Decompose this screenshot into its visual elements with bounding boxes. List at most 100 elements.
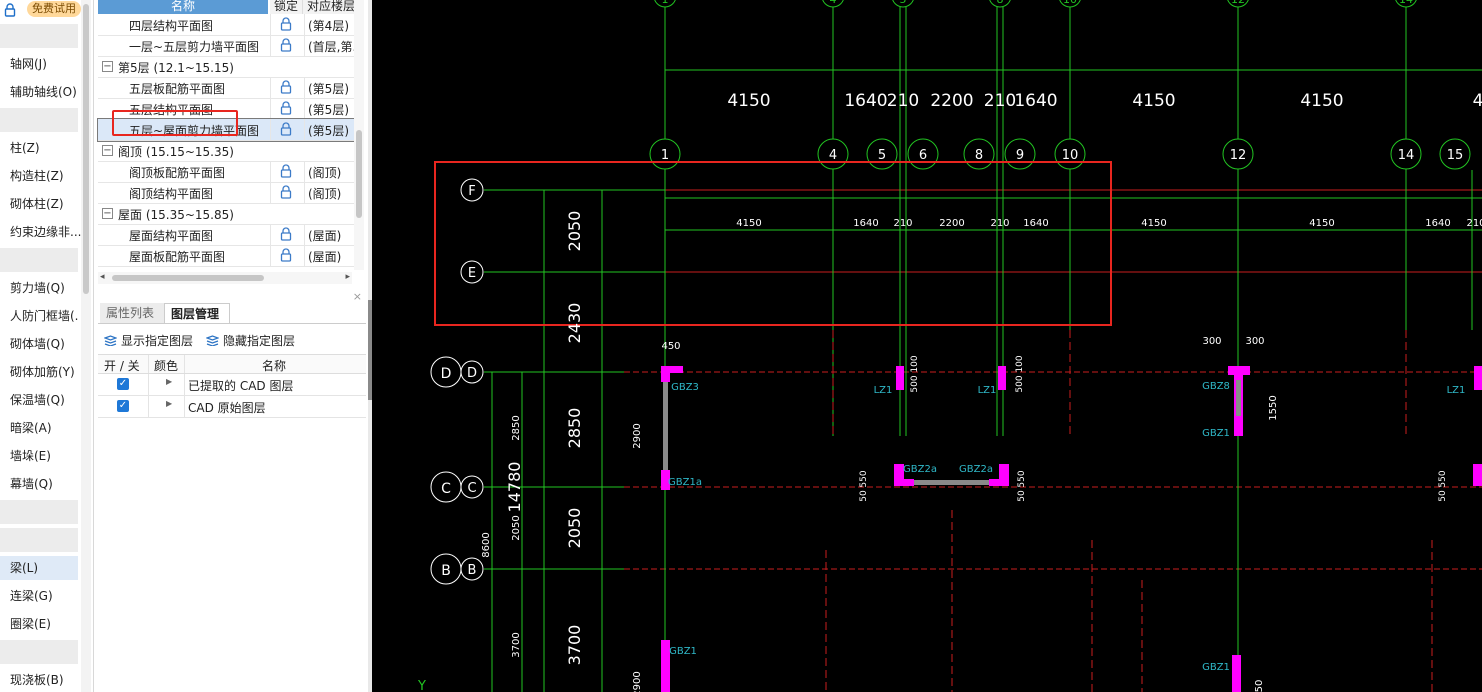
nav-group-header[interactable] [0,640,78,664]
floor-group-row[interactable]: −第5层 (12.1~15.15) [98,56,356,78]
free-trial-badge[interactable]: 免费试用 [27,1,81,17]
vscroll-thumb[interactable] [356,130,362,218]
drawing-row[interactable]: 一层~五层剪力墙平面图(首层,第. [98,35,356,57]
nav-item-ring-beam[interactable]: 圈梁(E) [10,617,51,631]
tab-property-list[interactable]: 属性列表 [100,303,170,323]
cad-drawing-canvas[interactable]: 1458101214415016402102200210164041504150… [372,0,1482,692]
nav-item-masonry-rebar[interactable]: 砌体加筋(Y) [10,365,75,379]
nav-group-header[interactable] [0,528,78,552]
top-dimension: 4150 [1300,91,1343,111]
nav-scrollbar[interactable] [81,0,91,692]
tab-layer-management[interactable]: 图层管理 [164,303,230,324]
nav-item-constraint-edge[interactable]: 约束边缘非... [10,225,82,239]
header-color: 颜色 [154,359,179,373]
layer-row[interactable]: ✓ ▶ CAD 原始图层 [98,396,366,418]
layer-checkbox[interactable]: ✓ [117,378,129,390]
layers-hide-icon [206,335,219,346]
drawing-row[interactable]: 四层结构平面图(第4层) [98,14,356,36]
drawing-row[interactable]: 阁顶板配筋平面图(阁顶) [98,161,356,183]
left-nav-panel: 免费试用 轴网(J) 辅助轴线(O) 柱(Z) 构造柱(Z) 砌体柱(Z) 约束… [0,0,94,692]
nav-item-aux-axis[interactable]: 辅助轴线(O) [10,85,77,99]
lock-icon[interactable] [279,122,293,136]
drawing-floor: (第5层) [308,82,349,96]
floor-group-row[interactable]: −阁顶 (15.15~15.35) [98,140,356,162]
expand-arrow-icon[interactable]: ▶ [166,399,173,408]
nav-item-cast-slab[interactable]: 现浇板(B) [10,673,64,687]
nav-item-column[interactable]: 柱(Z) [10,141,40,155]
lock-icon[interactable] [279,185,293,199]
nav-item-axis[interactable]: 轴网(J) [10,57,47,71]
collapse-toggle-icon[interactable]: − [102,208,113,219]
nav-group-header[interactable] [0,248,78,272]
component-label: GBZ3 [671,382,699,393]
floor-group-row[interactable]: −屋面 (15.35~15.85) [98,203,356,225]
drawing-list-vscroll[interactable] [354,0,364,270]
nav-group-header[interactable] [0,24,78,48]
cad-svg[interactable]: 1458101214415016402102200210164041504150… [372,0,1482,692]
drawing-floor: (第5层) [308,124,349,138]
dimension-text: 550 [1017,470,1027,487]
drawing-row[interactable]: 屋面结构平面图 (屋面) [98,224,356,246]
nav-item-shear-wall[interactable]: 剪力墙(Q) [10,281,65,295]
drawing-name: 屋面结构平面图 [129,229,214,243]
hide-layers-button[interactable]: 隐藏指定图层 [206,332,295,350]
scroll-left-icon[interactable]: ◂ [100,272,105,282]
layer-name: 已提取的 CAD 图层 [188,379,294,393]
drawing-name: 一层~五层剪力墙平面图 [129,40,260,54]
drawing-row[interactable]: 五层结构平面图(第5层) [98,98,356,120]
layer-row[interactable]: ✓ ▶ 已提取的 CAD 图层 [98,374,366,396]
row-axis-label: D [467,366,477,381]
column-header-lock[interactable]: 锁定 [270,0,303,14]
hscroll-thumb[interactable] [112,275,264,281]
inner-dimension: 1640 [1023,218,1048,229]
panel-splitter[interactable] [368,0,372,692]
dimension-text: 1550 [1268,395,1279,420]
lock-icon[interactable] [279,164,293,178]
small-dimension: 2050 [511,515,522,540]
nav-item-beam[interactable]: 梁(L) [0,556,78,580]
small-dimension: 3700 [511,632,522,657]
component-label: LZ1 [874,385,893,396]
small-dimension: 2850 [511,415,522,440]
lock-icon[interactable] [4,3,16,17]
layer-checkbox[interactable]: ✓ [117,400,129,412]
show-layers-button[interactable]: 显示指定图层 [104,332,193,350]
drawing-row[interactable]: 五层板配筋平面图(第5层) [98,77,356,99]
lock-icon[interactable] [279,101,293,115]
lock-icon[interactable] [279,248,293,262]
drawing-floor: (屋面) [308,229,342,243]
nav-item-insulation-wall[interactable]: 保温墙(Q) [10,393,65,407]
drawing-row[interactable]: 阁顶结构平面图(阁顶) [98,182,356,204]
nav-item-masonry-wall[interactable]: 砌体墙(Q) [10,337,65,351]
column-header-floor[interactable]: 对应楼层 [303,0,359,14]
row-axis-label: F [468,184,475,199]
collapse-toggle-icon[interactable]: − [102,145,113,156]
small-dimension: 8600 [481,532,492,557]
nav-group-header[interactable] [0,108,78,132]
column-header-name[interactable]: 名称 [98,0,268,14]
component-label: LZ1 [978,385,997,396]
nav-item-hidden-beam[interactable]: 暗梁(A) [10,421,52,435]
axis-bubble-label: 4 [829,148,837,163]
collapse-toggle-icon[interactable]: − [102,61,113,72]
lock-icon[interactable] [279,17,293,31]
nav-scrollbar-thumb[interactable] [83,4,89,294]
expand-arrow-icon[interactable]: ▶ [166,377,173,386]
nav-group-header[interactable] [0,500,78,524]
drawing-row[interactable]: 屋面板配筋平面图(屋面) [98,245,356,267]
lock-icon[interactable] [279,80,293,94]
nav-item-civil-defense-door[interactable]: 人防门框墙(. [10,309,79,323]
nav-item-masonry-column[interactable]: 砌体柱(Z) [10,197,64,211]
close-icon[interactable]: × [352,290,362,303]
lock-icon[interactable] [279,227,293,241]
drawing-list-hscroll[interactable]: ◂ ▸ [98,272,352,284]
nav-item-wall-pier[interactable]: 墙垛(E) [10,449,51,463]
nav-item-coupling-beam[interactable]: 连梁(G) [10,589,53,603]
scroll-right-icon[interactable]: ▸ [345,272,350,282]
lock-icon[interactable] [279,38,293,52]
drawing-row[interactable]: 五层~屋面剪力墙平面图(第5层) [97,110,357,142]
splitter-grip[interactable] [368,300,372,400]
nav-item-curtain-wall[interactable]: 幕墙(Q) [10,477,53,491]
nav-item-constructional-column[interactable]: 构造柱(Z) [10,169,64,183]
layer-table-header: 开 / 关 颜色 名称 [98,354,366,374]
